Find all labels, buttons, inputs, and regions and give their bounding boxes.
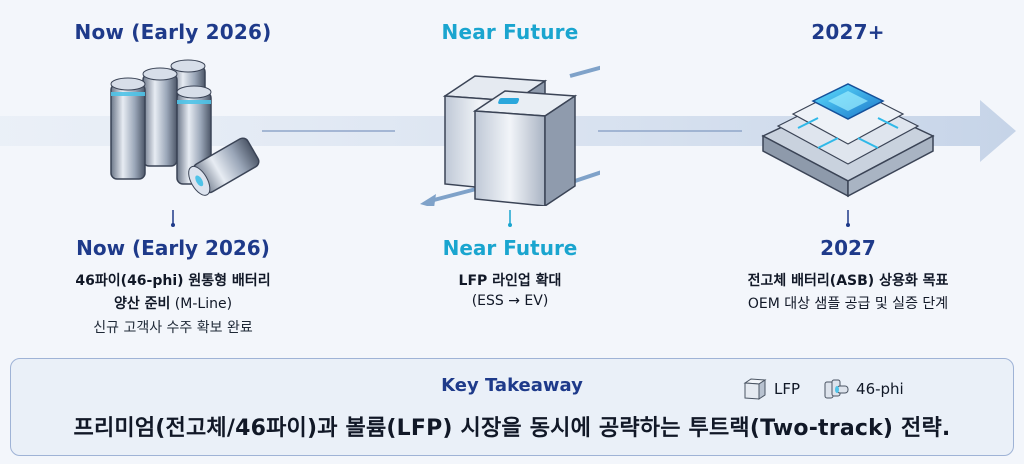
takeaway-title: Key Takeaway [441,375,583,396]
legend-label: LFP [774,380,801,398]
timeline-marker [171,210,175,227]
legend-item-lfp: LFP [742,378,800,400]
cylinder-cells-icon [824,379,849,399]
stage-line-1: 전고체 배터리(ASB) 상용화 목표 [747,273,949,289]
lfp-pouch-cells-icon [420,65,600,206]
stage-header: Near Future [441,20,579,44]
stage-title: Near Future [442,236,578,260]
stage-line-2-bold: 양산 준비 [113,296,171,312]
legend-label: 46-phi [856,380,904,398]
stage-line-2: OEM 대상 샘플 공급 및 실증 단계 [747,296,949,312]
stage-line-2: 양산 준비 (M-Line) [23,293,323,313]
takeaway-text: 프리미엄(전고체/46파이)과 볼륨(LFP) 시장을 동시에 공략하는 투트랙… [73,416,951,441]
timeline-marker [846,210,850,227]
stage-header: 2027+ [811,20,885,44]
stage-header: Now (Early 2026) [74,20,272,44]
stage-title: 2027 [820,236,876,260]
stage-line-1: LFP 라인업 확대 [458,273,562,289]
stage-line-3: 신규 고객사 수주 확보 완료 [93,320,253,336]
takeaway-panel [10,358,1014,456]
legend-item-46phi: 46-phi [822,378,904,400]
cylindrical-cells-icon [110,59,260,196]
lfp-cell-icon [743,378,767,400]
stage-line-2: (ESS → EV) [471,293,549,309]
timeline-marker [508,210,512,227]
solid-state-battery-chip-icon [761,83,935,198]
takeaway-legend: LFP 46-phi [742,378,918,400]
stage-line-2-rest: (M-Line) [170,296,233,312]
stage-title: Now (Early 2026) [76,236,270,260]
stage-line-1: 46파이(46-phi) 원통형 배터리 [75,273,271,289]
